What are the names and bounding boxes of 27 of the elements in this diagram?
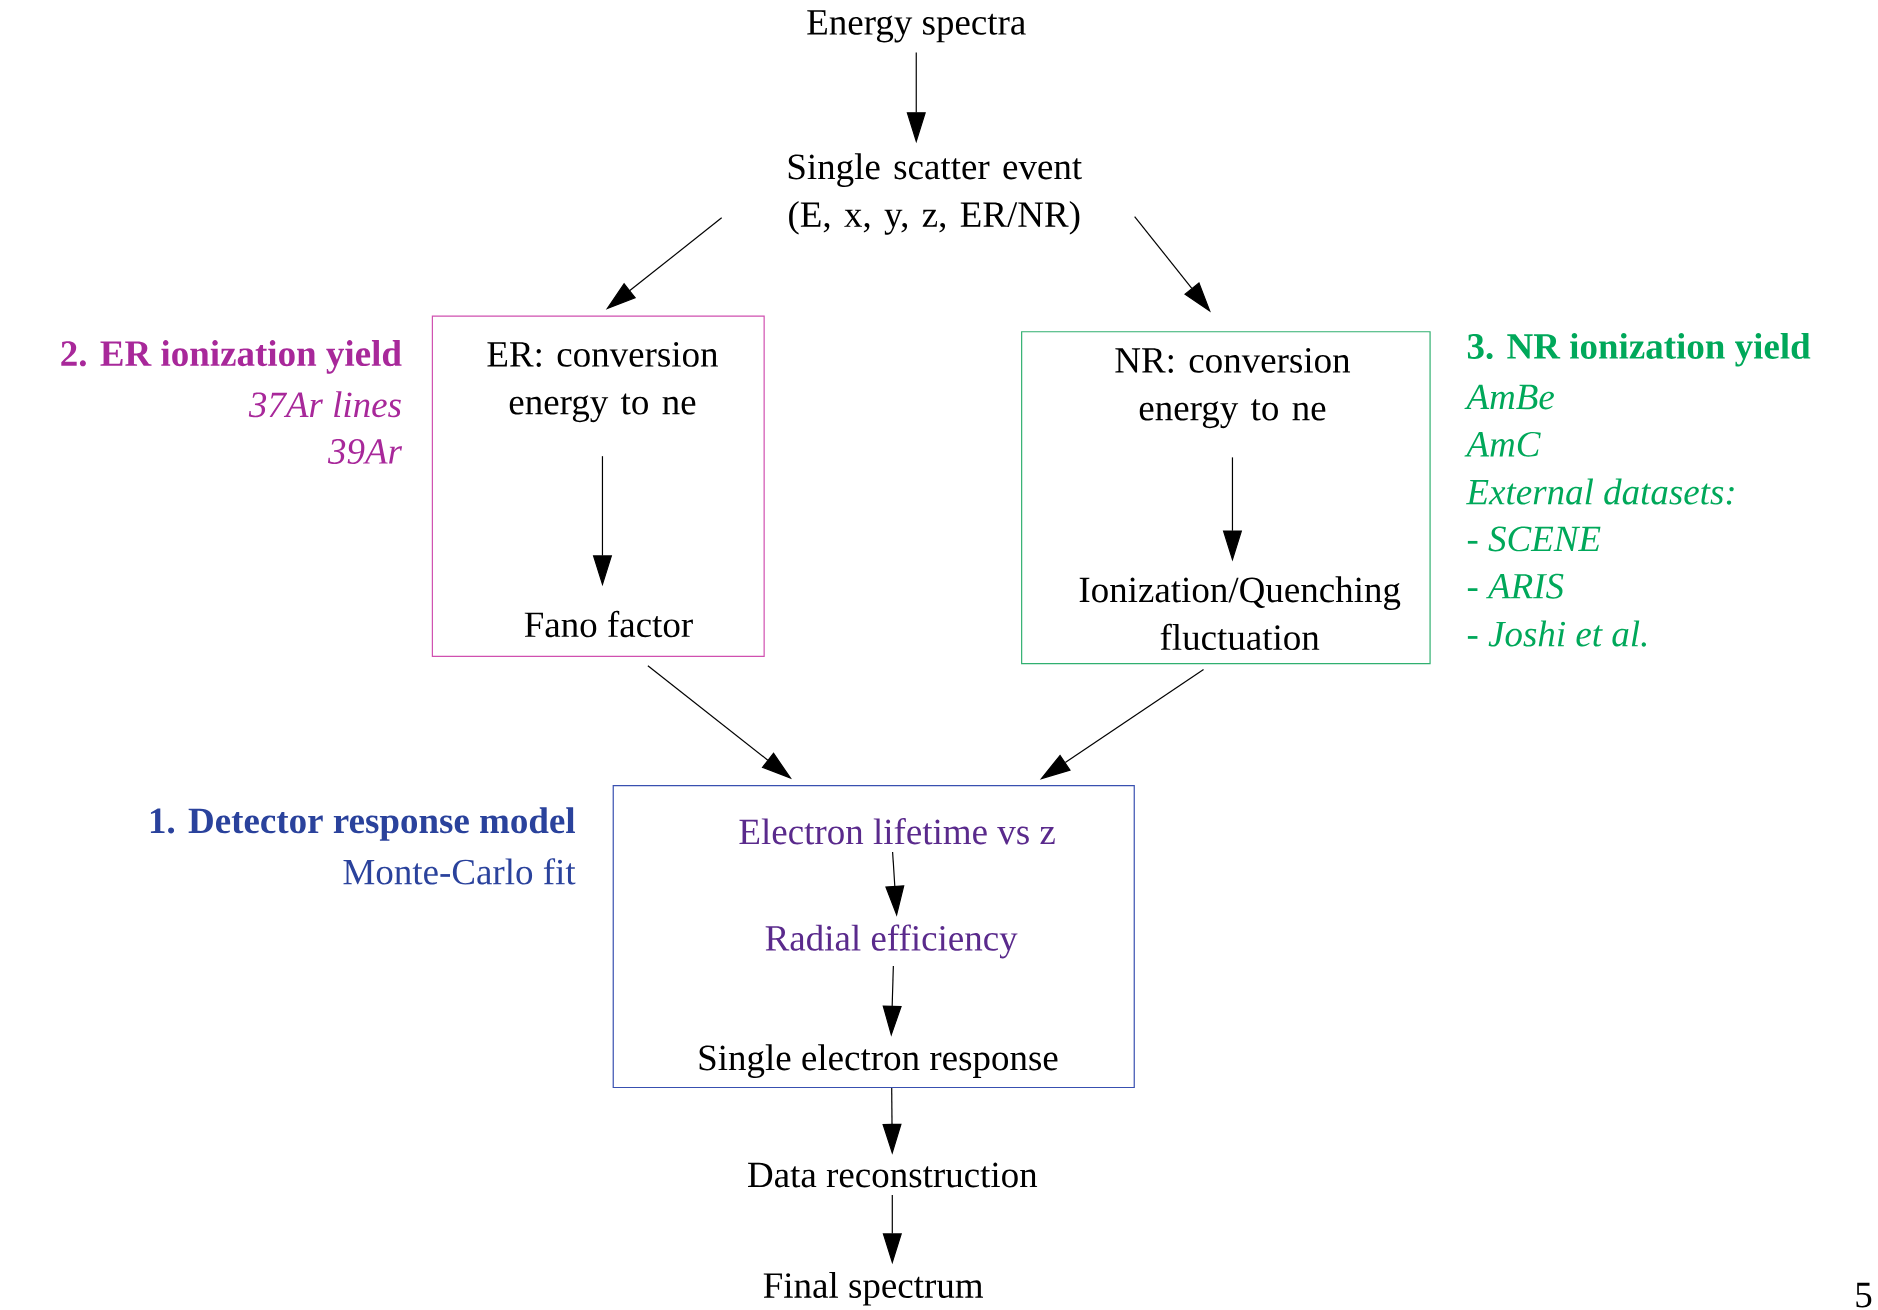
side-heading: 2. ER ionization yield bbox=[61, 339, 402, 374]
side-note: - Joshi et al. bbox=[1467, 620, 1646, 647]
side-note: Monte-Carlo fit bbox=[343, 858, 576, 885]
node-text: Single scatter event (E, x, y, z, ER/NR) bbox=[788, 153, 1082, 235]
side-note: AmC bbox=[1464, 431, 1541, 457]
side-note: 37Ar lines bbox=[248, 391, 401, 418]
side-heading: 1. Detector response model bbox=[150, 807, 575, 841]
side-note: - ARIS bbox=[1467, 573, 1564, 599]
node-text: Final spectrum bbox=[763, 1271, 983, 1306]
group-box bbox=[1021, 331, 1431, 664]
side-note: 39Ar bbox=[327, 439, 403, 464]
side-note: AmBe bbox=[1464, 384, 1554, 410]
side-heading: 3. NR ionization yield bbox=[1467, 332, 1811, 367]
page-number: 5 bbox=[1856, 1282, 1872, 1308]
node-text: Ionization/Quenching fluctuation bbox=[1079, 576, 1401, 650]
node-text: Fano factor bbox=[524, 610, 693, 638]
node-text: Single electron response bbox=[699, 1044, 1058, 1078]
node-text: NR: conversion energy to ne bbox=[1115, 347, 1351, 428]
group-box bbox=[431, 315, 765, 657]
node-text: Energy spectra bbox=[807, 10, 1026, 43]
node-text: Data reconstruction bbox=[748, 1162, 1038, 1188]
node-text: ER: conversion energy to ne bbox=[487, 341, 718, 422]
side-note: External datasets: bbox=[1466, 478, 1734, 505]
node-text: Electron lifetime vs z bbox=[739, 817, 1055, 845]
node-text: Radial efficiency bbox=[765, 924, 1018, 959]
side-note: - SCENE bbox=[1467, 526, 1601, 552]
group-box bbox=[612, 784, 1135, 1088]
